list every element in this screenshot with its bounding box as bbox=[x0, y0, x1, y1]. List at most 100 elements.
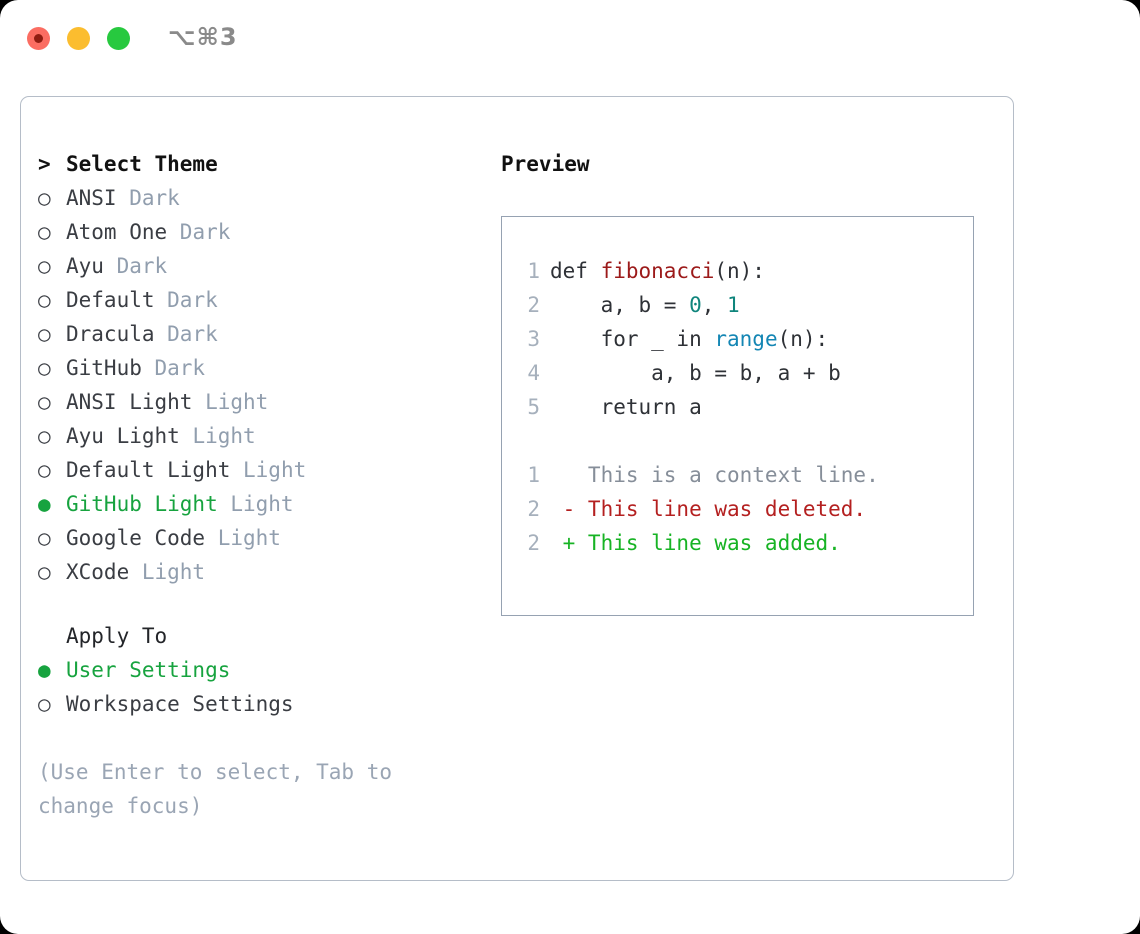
theme-option[interactable]: ○Ayu Dark bbox=[38, 249, 468, 283]
diff-line-number: 1 bbox=[527, 463, 540, 487]
radio-unselected-icon: ○ bbox=[38, 458, 51, 482]
theme-option-name: XCode bbox=[66, 560, 130, 584]
radio-unselected-icon: ○ bbox=[38, 288, 51, 312]
radio-unselected-icon: ○ bbox=[38, 356, 51, 380]
theme-option-variant: Dark bbox=[116, 186, 180, 210]
theme-option[interactable]: ○ ANSI Light Light bbox=[38, 385, 468, 419]
theme-option[interactable]: ○ ANSI Dark bbox=[38, 181, 468, 215]
radio-unselected-icon: ○ bbox=[38, 322, 51, 346]
theme-option-variant: Light bbox=[230, 458, 307, 482]
theme-option-variant: Light bbox=[179, 424, 256, 448]
apply-to-option-label: User Settings bbox=[66, 658, 231, 682]
code-line: 2 a, b = 0, 1 bbox=[514, 288, 967, 322]
theme-option-name: GitHub Light bbox=[66, 492, 218, 516]
list-spacer bbox=[38, 589, 468, 619]
hint-spacer bbox=[38, 721, 468, 755]
theme-option[interactable]: ○ Default Light Light bbox=[38, 453, 468, 487]
title-bar: ⌥⌘3 bbox=[0, 0, 1140, 78]
minimize-button[interactable] bbox=[67, 27, 90, 50]
diff-line: 2 + This line was added. bbox=[514, 526, 967, 560]
theme-option-variant: Dark bbox=[167, 220, 231, 244]
theme-option[interactable]: ○ Dracula Dark bbox=[38, 317, 468, 351]
theme-option-variant: Dark bbox=[154, 288, 218, 312]
radio-unselected-icon: ○ bbox=[38, 220, 51, 244]
code-line: 3 for _ in range(n): bbox=[514, 322, 967, 356]
theme-option-name: Atom One bbox=[66, 220, 168, 244]
theme-option-name: Dracula bbox=[66, 322, 155, 346]
theme-option-text: GitHub Light Light bbox=[66, 487, 294, 521]
diff-line-text: This is a context line. bbox=[550, 463, 879, 487]
code-token: return a bbox=[550, 395, 702, 419]
code-token: a, b = bbox=[550, 293, 690, 317]
code-token: 1 bbox=[727, 293, 740, 317]
maximize-button[interactable] bbox=[107, 27, 130, 50]
theme-option-name: Google Code bbox=[66, 526, 206, 550]
close-button[interactable] bbox=[27, 27, 50, 50]
keyboard-hint-text: (Use Enter to select, Tab to change focu… bbox=[38, 760, 405, 818]
apply-to-option[interactable]: ● User Settings bbox=[38, 653, 468, 687]
theme-option-text: GitHub Dark bbox=[66, 351, 205, 385]
theme-option[interactable]: ○ XCode Light bbox=[38, 555, 468, 589]
theme-option-variant: Dark bbox=[154, 322, 218, 346]
theme-option-name: GitHub bbox=[66, 356, 142, 380]
radio-unselected-icon: ○ bbox=[38, 560, 51, 584]
theme-option-text: Dracula Dark bbox=[66, 317, 218, 351]
theme-option-name: Ayu bbox=[66, 254, 104, 278]
radio-unselected-icon: ○ bbox=[38, 424, 51, 448]
code-line-number: 1 bbox=[527, 259, 540, 283]
theme-option-variant: Dark bbox=[103, 254, 168, 278]
code-line: 5 return a bbox=[514, 390, 967, 424]
theme-option-text: XCode Light bbox=[66, 555, 205, 589]
code-token: 0 bbox=[689, 293, 702, 317]
prompt-caret-icon: > bbox=[38, 152, 51, 176]
diff-line: 1 This is a context line. bbox=[514, 458, 967, 492]
theme-option-variant: Light bbox=[217, 492, 294, 516]
preview-title: Preview bbox=[501, 152, 590, 176]
theme-picker-column: > Select Theme ○ANSI Dark○Atom One Dark○… bbox=[38, 147, 468, 823]
apply-to-option[interactable]: ○Workspace Settings bbox=[38, 687, 468, 721]
theme-option-variant: Light bbox=[205, 526, 281, 550]
theme-option-text: Ayu Light Light bbox=[66, 419, 256, 453]
radio-unselected-icon: ○ bbox=[38, 526, 51, 550]
diff-line-number: 2 bbox=[527, 531, 540, 555]
code-line-number: 5 bbox=[527, 395, 540, 419]
code-diff-separator bbox=[514, 424, 967, 458]
diff-line-text: + This line was added. bbox=[550, 531, 841, 555]
theme-option[interactable]: ○ Atom One Dark bbox=[38, 215, 468, 249]
theme-option[interactable]: ○ Google Code Light bbox=[38, 521, 468, 555]
theme-option-variant: Light bbox=[129, 560, 206, 584]
window-shortcut-label: ⌥⌘3 bbox=[168, 23, 238, 51]
radio-selected-icon: ● bbox=[38, 658, 51, 682]
theme-option[interactable]: ○ Ayu Light Light bbox=[38, 419, 468, 453]
theme-option[interactable]: ● GitHub Light Light bbox=[38, 487, 468, 521]
apply-to-option-label: Workspace Settings bbox=[66, 692, 294, 716]
theme-option[interactable]: ○ GitHub Dark bbox=[38, 351, 468, 385]
diff-sample: 1 This is a context line.2 - This line w… bbox=[514, 458, 967, 560]
dialog-panel: > Select Theme ○ANSI Dark○Atom One Dark○… bbox=[20, 96, 1014, 881]
apply-to-list: ● User Settings ○Workspace Settings bbox=[38, 653, 468, 721]
theme-option-text: Google Code Light bbox=[66, 521, 281, 555]
code-token: , bbox=[701, 293, 728, 317]
apply-to-header: Apply To bbox=[66, 624, 168, 648]
diff-line-number: 2 bbox=[527, 497, 540, 521]
code-line: 4 a, b = b, a + b bbox=[514, 356, 967, 390]
select-theme-heading-label: Select Theme bbox=[66, 152, 218, 176]
theme-option-name: Default bbox=[66, 288, 155, 312]
code-token: for _ in bbox=[550, 327, 715, 351]
theme-option[interactable]: ○ Default Dark bbox=[38, 283, 468, 317]
code-token: range bbox=[714, 327, 778, 351]
radio-unselected-icon: ○ bbox=[38, 186, 51, 210]
theme-list: ○ANSI Dark○Atom One Dark○Ayu Dark○Defaul… bbox=[38, 181, 468, 589]
theme-option-text: Default Dark bbox=[66, 283, 218, 317]
radio-selected-icon: ● bbox=[38, 492, 51, 516]
code-token: a, b = b, a + b bbox=[550, 361, 841, 385]
theme-option-name: ANSI Light bbox=[66, 390, 193, 414]
code-token: (n): bbox=[777, 327, 829, 351]
theme-option-text: ANSI Dark bbox=[66, 181, 180, 215]
theme-option-text: ANSI Light Light bbox=[66, 385, 268, 419]
theme-option-name: Ayu Light bbox=[66, 424, 180, 448]
radio-unselected-icon: ○ bbox=[38, 390, 51, 414]
theme-option-text: Default Light Light bbox=[66, 453, 306, 487]
